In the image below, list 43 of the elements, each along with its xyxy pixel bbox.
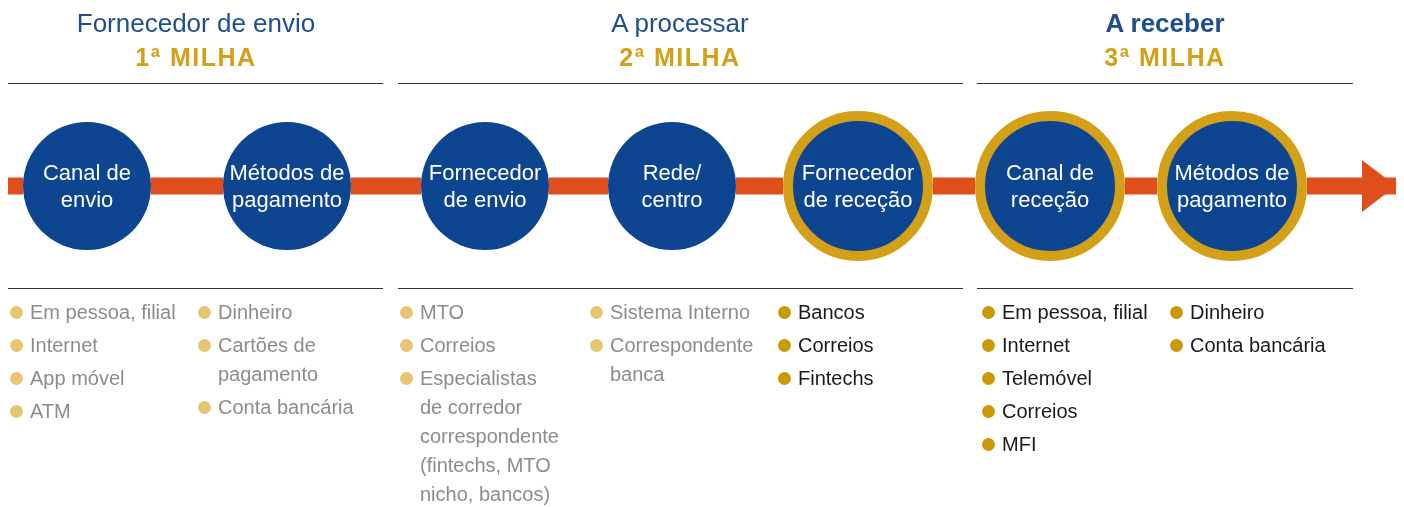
list-item: Internet xyxy=(30,333,99,358)
stage-label: Métodos de pagamento xyxy=(228,159,346,213)
stage-label: Fornecedor de envio xyxy=(427,159,543,213)
section-heading: A receber xyxy=(1105,8,1225,38)
connector-line xyxy=(736,177,783,195)
list-item: Especialistas de corredor correspondente (fintechs, MTO nicho, bancos) xyxy=(420,366,560,507)
stage-heading: 2ª MILHA xyxy=(619,43,741,71)
section-heading: Fornecedor de envio xyxy=(76,8,316,38)
list-item: MTO xyxy=(420,300,466,325)
stage-label: Canal de receção xyxy=(1004,159,1096,213)
connector-line xyxy=(549,177,608,195)
list-item: Dinheiro xyxy=(218,300,294,325)
stage-label: Rede/ centro xyxy=(640,159,704,213)
stage-label: Fornecedor de receção xyxy=(800,159,916,213)
list-item: Correios xyxy=(1002,399,1079,424)
list-item: Correios xyxy=(798,333,875,358)
connector-line xyxy=(351,177,421,195)
stage-heading: 3ª MILHA xyxy=(1104,43,1226,71)
list-item: Conta bancária xyxy=(218,395,355,420)
connector-line xyxy=(8,177,23,195)
list-item: Fintechs xyxy=(798,366,875,391)
stage-heading: 1ª MILHA xyxy=(135,43,257,71)
list-item: Correios xyxy=(420,333,497,358)
connector-line xyxy=(1125,177,1157,195)
section-heading: A processar xyxy=(611,8,749,38)
list-item: App móvel xyxy=(30,366,126,391)
list-item: Cartões de pagamento xyxy=(218,333,320,387)
arrow xyxy=(1307,160,1396,212)
list-item: Internet xyxy=(1002,333,1071,358)
list-item: Telemóvel xyxy=(1002,366,1094,391)
list-item: Conta bancária xyxy=(1190,333,1327,358)
list-item: Em pessoa, filial xyxy=(1002,300,1149,325)
connector-line xyxy=(151,177,223,195)
connector-line xyxy=(933,177,975,195)
list-item: Em pessoa, filial xyxy=(30,300,177,325)
list-item: Dinheiro xyxy=(1190,300,1266,325)
stage-label: Canal de envio xyxy=(41,159,133,213)
list-item: ATM xyxy=(30,399,72,424)
list-item: Correspondente banca xyxy=(610,333,755,387)
list-item: MFI xyxy=(1002,432,1038,457)
list-item: Bancos xyxy=(798,300,866,325)
list-item: Sistema Interno xyxy=(610,300,752,325)
stage-label: Métodos de pagamento xyxy=(1173,159,1291,213)
